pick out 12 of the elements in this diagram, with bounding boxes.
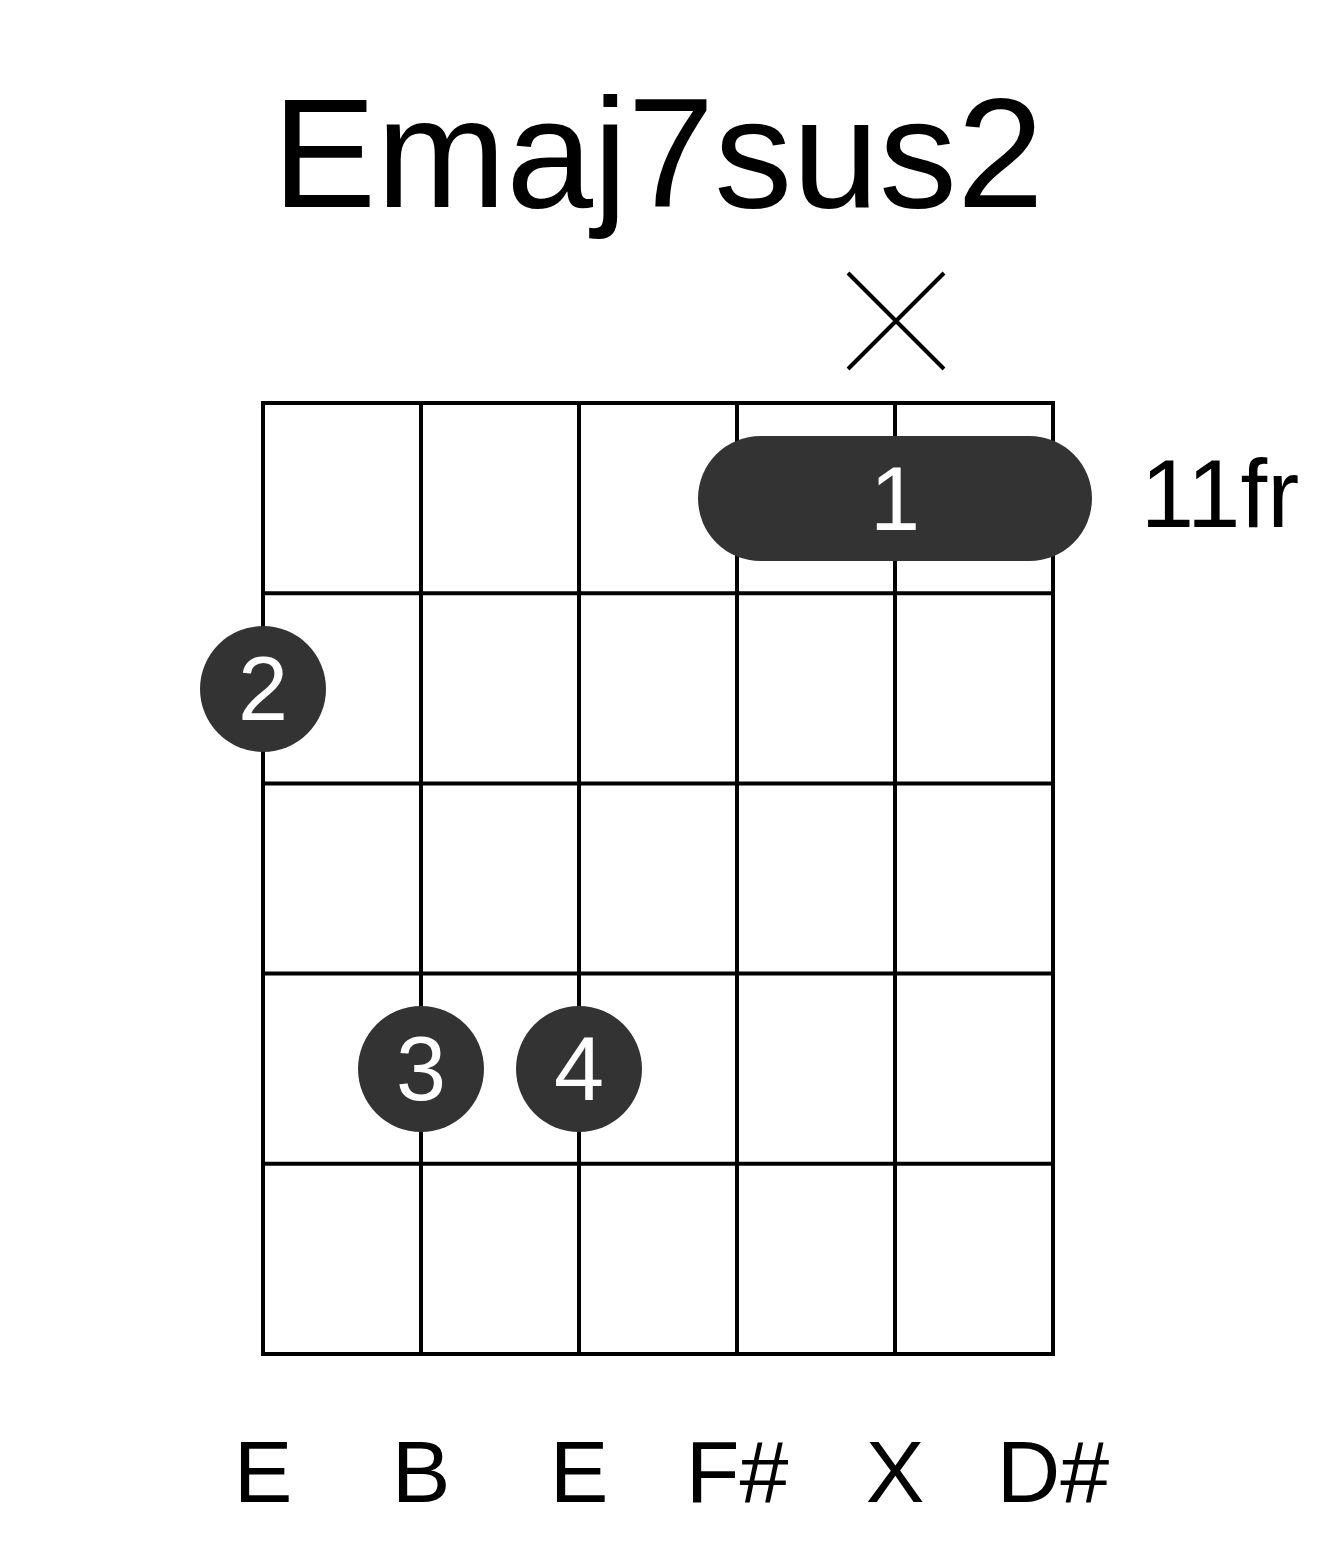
- string-name: B: [391, 1421, 451, 1523]
- finger-dot: 3: [358, 1006, 484, 1132]
- string-name: F#: [685, 1421, 789, 1523]
- barre-bar: 1: [698, 436, 1092, 561]
- string-name: X: [865, 1421, 925, 1523]
- string-name: D#: [996, 1421, 1110, 1523]
- finger-dot: 2: [200, 626, 326, 752]
- string-name: E: [549, 1421, 609, 1523]
- fret-number: 11fr: [1140, 439, 1300, 549]
- string-name: E: [233, 1421, 293, 1523]
- chord-title: Emaj7sus2: [272, 65, 1044, 242]
- finger-dot: 4: [516, 1006, 642, 1132]
